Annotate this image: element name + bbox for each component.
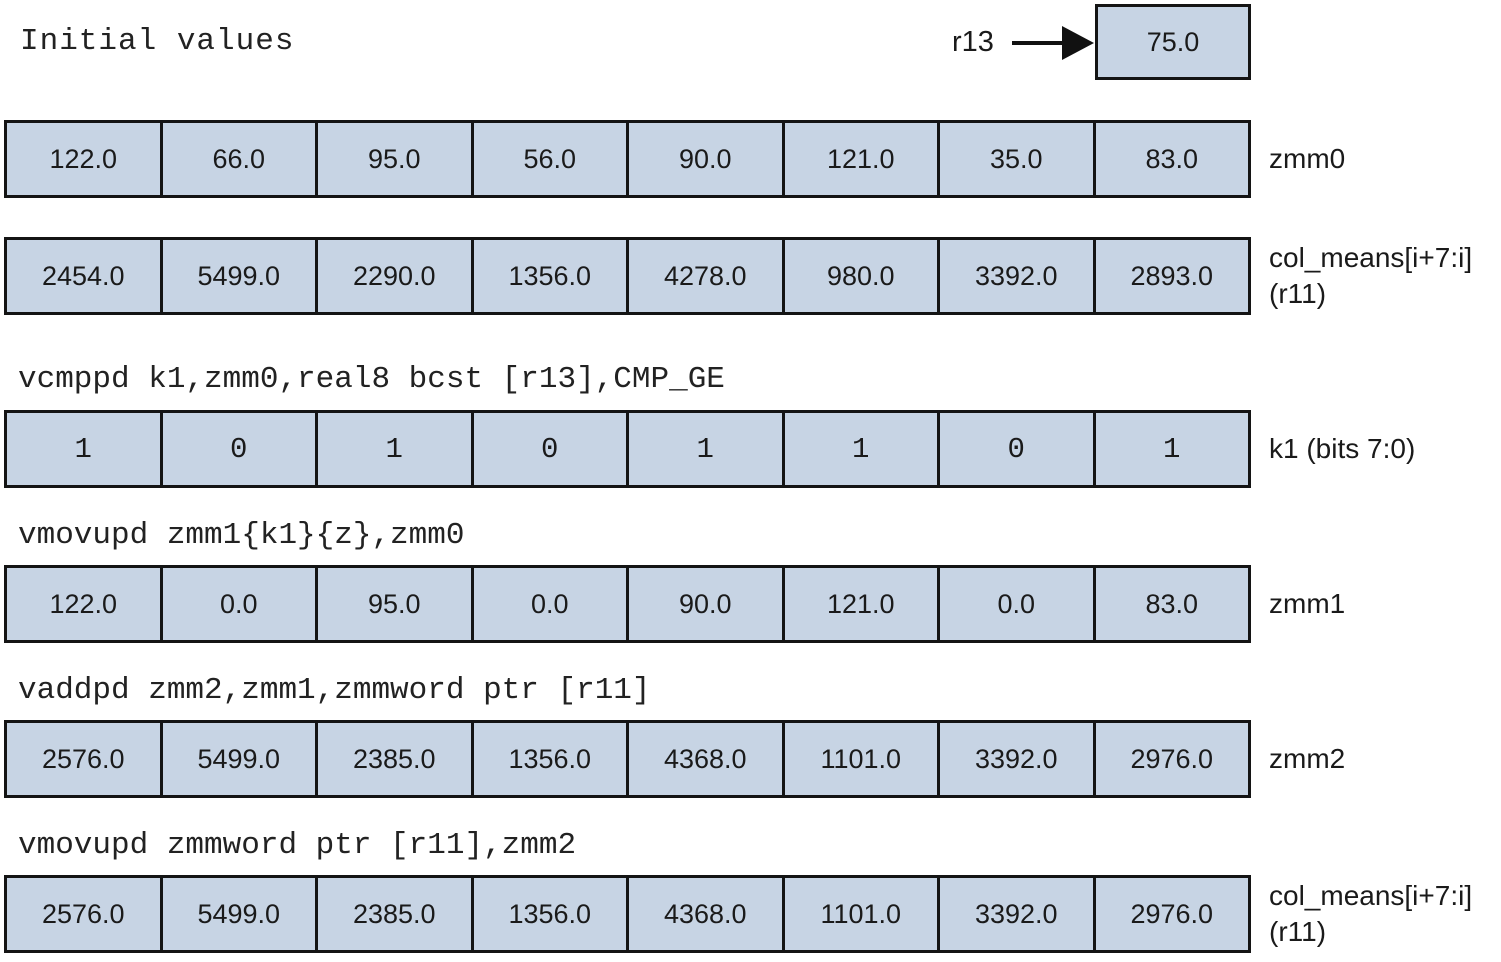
register-cell: 35.0: [937, 123, 1093, 195]
register-cell: 90.0: [626, 123, 782, 195]
register-cell: 0.0: [159, 568, 315, 640]
mask-bit-cell: 0: [159, 413, 315, 485]
register-row-zmm2: 2576.0 5499.0 2385.0 1356.0 4368.0 1101.…: [4, 720, 1345, 798]
register-cell: 3392.0: [937, 723, 1093, 795]
register-cells: 122.0 66.0 95.0 56.0 90.0 121.0 35.0 83.…: [4, 120, 1251, 198]
right-arrow-icon: [1012, 41, 1070, 45]
register-cells: 2576.0 5499.0 2385.0 1356.0 4368.0 1101.…: [4, 720, 1251, 798]
register-cell: 122.0: [7, 568, 160, 640]
register-cell: 2454.0: [7, 240, 160, 312]
register-cell: 2576.0: [7, 723, 160, 795]
instruction-vmovupd-store: vmovupd zmmword ptr [r11],zmm2: [18, 828, 577, 863]
register-cell: 4368.0: [626, 723, 782, 795]
page-title: Initial values: [20, 24, 295, 59]
register-cell: 2576.0: [7, 878, 160, 950]
register-cells: 1 0 1 0 1 1 0 1: [4, 410, 1251, 488]
register-cell: 66.0: [159, 123, 315, 195]
register-cell: 121.0: [781, 568, 937, 640]
register-cell: 83.0: [1092, 123, 1248, 195]
mask-bit-cell: 1: [1092, 413, 1248, 485]
register-label-line: (r11): [1269, 916, 1327, 947]
register-label-k1: k1 (bits 7:0): [1265, 410, 1501, 488]
register-cells: 122.0 0.0 95.0 0.0 90.0 121.0 0.0 83.0: [4, 565, 1251, 643]
register-label-line: col_means[i+7:i]: [1269, 880, 1473, 911]
register-cell: 56.0: [470, 123, 626, 195]
register-cell: 2976.0: [1092, 723, 1248, 795]
register-cell: 2976.0: [1092, 878, 1248, 950]
register-row-col-means-final: 2576.0 5499.0 2385.0 1356.0 4368.0 1101.…: [4, 875, 1472, 953]
register-label-line: zmm1: [1269, 588, 1346, 619]
register-label-zmm1: zmm1: [1265, 565, 1501, 643]
register-label-line: k1 (bits 7:0): [1269, 433, 1416, 464]
register-cell: 2290.0: [315, 240, 471, 312]
register-cell: 2385.0: [315, 878, 471, 950]
register-cell: 122.0: [7, 123, 160, 195]
mask-bit-cell: 1: [315, 413, 471, 485]
register-cell: 5499.0: [159, 878, 315, 950]
register-cell: 83.0: [1092, 568, 1248, 640]
mask-bit-cell: 0: [937, 413, 1093, 485]
register-cell: 5499.0: [159, 723, 315, 795]
register-label-line: zmm2: [1269, 743, 1346, 774]
register-cell: 4278.0: [626, 240, 782, 312]
register-cell: 95.0: [315, 123, 471, 195]
register-cell: 2893.0: [1092, 240, 1248, 312]
register-cell: 1356.0: [470, 878, 626, 950]
register-cell: 95.0: [315, 568, 471, 640]
register-cells: 2576.0 5499.0 2385.0 1356.0 4368.0 1101.…: [4, 875, 1251, 953]
register-row-zmm1: 122.0 0.0 95.0 0.0 90.0 121.0 0.0 83.0 z…: [4, 565, 1345, 643]
instruction-vmovupd-masked: vmovupd zmm1{k1}{z},zmm0: [18, 518, 465, 553]
register-cell: 121.0: [781, 123, 937, 195]
register-cell: 5499.0: [159, 240, 315, 312]
register-cell: 0.0: [470, 568, 626, 640]
register-label-line: (r11): [1269, 278, 1327, 309]
register-label-col-means-final: col_means[i+7:i] (r11): [1265, 875, 1501, 953]
mask-bit-cell: 1: [781, 413, 937, 485]
register-cell: 1356.0: [470, 240, 626, 312]
register-label-col-means-initial: col_means[i+7:i] (r11): [1265, 237, 1501, 315]
register-row-zmm0: 122.0 66.0 95.0 56.0 90.0 121.0 35.0 83.…: [4, 120, 1345, 198]
register-label-zmm0: zmm0: [1265, 120, 1501, 198]
register-cells: 2454.0 5499.0 2290.0 1356.0 4278.0 980.0…: [4, 237, 1251, 315]
register-cell: 4368.0: [626, 878, 782, 950]
register-cell: 90.0: [626, 568, 782, 640]
register-label-line: col_means[i+7:i]: [1269, 242, 1473, 273]
register-cell: 980.0: [781, 240, 937, 312]
register-label-line: zmm0: [1269, 143, 1346, 174]
right-arrowhead-icon: [1062, 26, 1094, 60]
r13-value-box: 75.0: [1095, 4, 1251, 80]
instruction-vaddpd: vaddpd zmm2,zmm1,zmmword ptr [r11]: [18, 673, 651, 708]
r13-value: 75.0: [1146, 26, 1200, 57]
register-cell: 1101.0: [781, 878, 937, 950]
register-row-k1: 1 0 1 0 1 1 0 1 k1 (bits 7:0): [4, 410, 1415, 488]
register-label-zmm2: zmm2: [1265, 720, 1501, 798]
register-row-col-means-initial: 2454.0 5499.0 2290.0 1356.0 4278.0 980.0…: [4, 237, 1472, 315]
register-cell: 3392.0: [937, 878, 1093, 950]
instruction-vcmppd: vcmppd k1,zmm0,real8 bcst [r13],CMP_GE: [18, 362, 725, 397]
register-cell: 3392.0: [937, 240, 1093, 312]
register-cell: 0.0: [937, 568, 1093, 640]
mask-bit-cell: 1: [7, 413, 160, 485]
register-cell: 1101.0: [781, 723, 937, 795]
mask-bit-cell: 0: [470, 413, 626, 485]
r13-label: r13: [952, 26, 994, 58]
mask-bit-cell: 1: [626, 413, 782, 485]
register-cell: 1356.0: [470, 723, 626, 795]
register-cell: 2385.0: [315, 723, 471, 795]
